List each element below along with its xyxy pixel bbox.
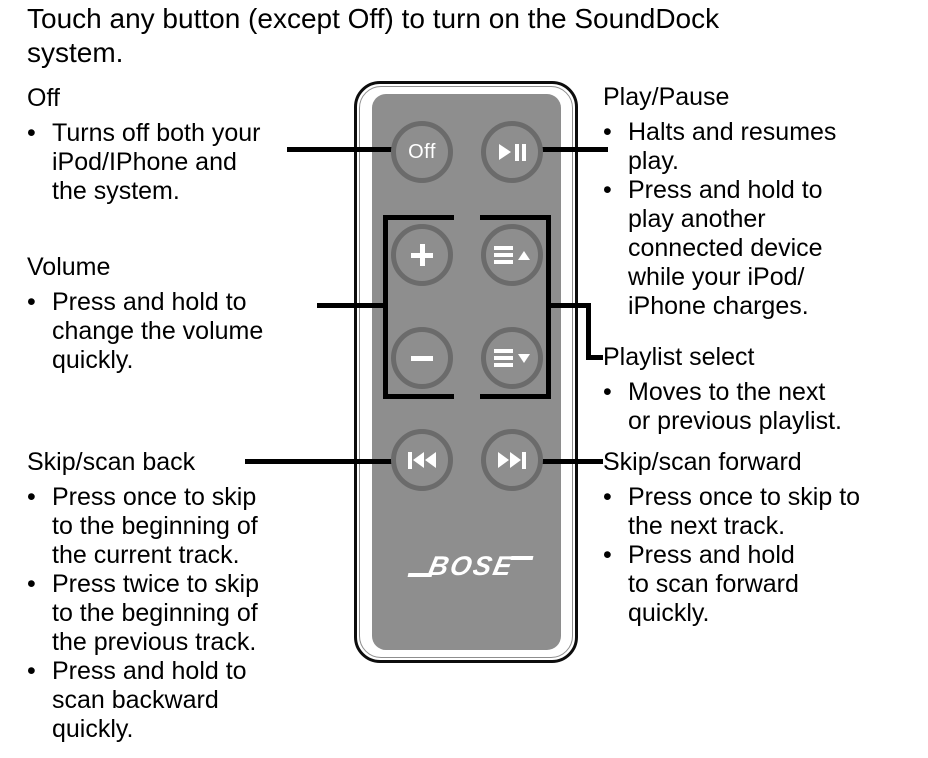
bose-logo-text: BOSE bbox=[425, 551, 517, 581]
bose-logo-right-stroke bbox=[510, 556, 533, 560]
playlist-callout-line-vertical bbox=[586, 303, 591, 360]
bullet-dot: • bbox=[27, 119, 36, 147]
skip-back-section-heading: Skip/scan back bbox=[27, 448, 196, 476]
skip-forward-button[interactable] bbox=[481, 429, 543, 491]
bullet-text: Press and hold to change the volume quic… bbox=[52, 288, 264, 374]
bullet-dot: • bbox=[603, 118, 612, 146]
playlist-callout-line-lower bbox=[586, 355, 603, 360]
bullet-text: Press once to skip to the beginning of t… bbox=[52, 483, 258, 569]
play-pause-icon bbox=[498, 143, 526, 161]
off-button[interactable]: Off bbox=[391, 121, 453, 183]
bullet-text: Halts and resumes play. bbox=[628, 118, 837, 175]
skip-forward-section: Skip/scan forward • Press once to skip t… bbox=[603, 448, 923, 628]
playlist-section-heading: Playlist select bbox=[603, 343, 755, 371]
skip-forward-section-heading: Skip/scan forward bbox=[603, 448, 802, 476]
list-item: • Turns off both your iPod/IPhone and th… bbox=[27, 119, 337, 206]
skip-back-button[interactable] bbox=[391, 429, 453, 491]
list-item: • Press once to skip to the beginning of… bbox=[27, 483, 347, 570]
bullet-dot: • bbox=[603, 378, 612, 406]
off-section: Off • Turns off both your iPod/IPhone an… bbox=[27, 84, 337, 206]
remote-inner-outline bbox=[359, 86, 573, 658]
bullet-dot: • bbox=[603, 483, 612, 511]
volume-down-button[interactable] bbox=[391, 327, 453, 389]
list-item: • Halts and resumes play. bbox=[603, 118, 923, 176]
playlist-section-bullets: • Moves to the next or previous playlist… bbox=[603, 378, 923, 436]
off-section-heading: Off bbox=[27, 84, 60, 112]
off-section-bullets: • Turns off both your iPod/IPhone and th… bbox=[27, 119, 337, 206]
playlist-callout-line-upper bbox=[549, 303, 589, 308]
skip-back-section: Skip/scan back • Press once to skip to t… bbox=[27, 448, 347, 744]
list-item: • Moves to the next or previous playlist… bbox=[603, 378, 923, 436]
list-item: • Press once to skip to the next track. bbox=[603, 483, 923, 541]
skip-back-section-bullets: • Press once to skip to the beginning of… bbox=[27, 483, 347, 744]
bose-logo: BOSE bbox=[407, 551, 533, 581]
list-item: • Press and hold to scan backward quickl… bbox=[27, 657, 347, 744]
skip-back-callout-line bbox=[245, 459, 392, 464]
bullet-dot: • bbox=[27, 657, 36, 685]
play-pause-section: Play/Pause • Halts and resumes play. • P… bbox=[603, 83, 923, 321]
volume-section-bullets: • Press and hold to change the volume qu… bbox=[27, 288, 337, 375]
bullet-dot: • bbox=[603, 176, 612, 204]
skip-forward-icon bbox=[498, 451, 526, 469]
playlist-section: Playlist select • Moves to the next or p… bbox=[603, 343, 923, 436]
plus-icon bbox=[411, 244, 433, 266]
off-callout-line bbox=[287, 147, 392, 152]
bullet-text: Turns off both your iPod/IPhone and the … bbox=[52, 119, 261, 205]
bullet-dot: • bbox=[27, 288, 36, 316]
bullet-text: Press and hold to play another connected… bbox=[628, 176, 823, 320]
skip-back-icon bbox=[408, 451, 436, 469]
volume-section-heading: Volume bbox=[27, 253, 111, 281]
minus-icon bbox=[411, 355, 433, 361]
play-pause-callout-line bbox=[540, 147, 608, 152]
play-pause-section-bullets: • Halts and resumes play. • Press and ho… bbox=[603, 118, 923, 321]
volume-callout-line bbox=[317, 303, 385, 308]
bullet-dot: • bbox=[27, 570, 36, 598]
playlist-down-button[interactable] bbox=[481, 327, 543, 389]
off-button-label: Off bbox=[408, 140, 436, 163]
bullet-text: Press and hold to scan backward quickly. bbox=[52, 657, 247, 743]
play-pause-button[interactable] bbox=[481, 121, 543, 183]
skip-forward-callout-line bbox=[540, 459, 603, 464]
bullet-dot: • bbox=[603, 541, 612, 569]
list-item: • Press and hold to scan forward quickly… bbox=[603, 541, 923, 628]
bullet-text: Press once to skip to the next track. bbox=[628, 483, 861, 540]
bullet-text: Press and hold to scan forward quickly. bbox=[628, 541, 799, 627]
volume-up-button[interactable] bbox=[391, 224, 453, 286]
play-pause-section-heading: Play/Pause bbox=[603, 83, 730, 111]
playlist-down-icon bbox=[494, 349, 530, 367]
bullet-dot: • bbox=[27, 483, 36, 511]
volume-group-bracket bbox=[383, 215, 454, 399]
list-item: • Press and hold to play another connect… bbox=[603, 176, 923, 321]
bullet-text: Moves to the next or previous playlist. bbox=[628, 378, 842, 435]
list-item: • Press twice to skip to the beginning o… bbox=[27, 570, 347, 657]
playlist-up-button[interactable] bbox=[481, 224, 543, 286]
skip-forward-section-bullets: • Press once to skip to the next track. … bbox=[603, 483, 923, 628]
volume-section: Volume • Press and hold to change the vo… bbox=[27, 253, 337, 375]
playlist-up-icon bbox=[494, 246, 530, 264]
playlist-group-bracket bbox=[480, 215, 551, 399]
list-item: • Press and hold to change the volume qu… bbox=[27, 288, 337, 375]
bullet-text: Press twice to skip to the beginning of … bbox=[52, 570, 260, 656]
page-title: Touch any button (except Off) to turn on… bbox=[27, 3, 720, 68]
